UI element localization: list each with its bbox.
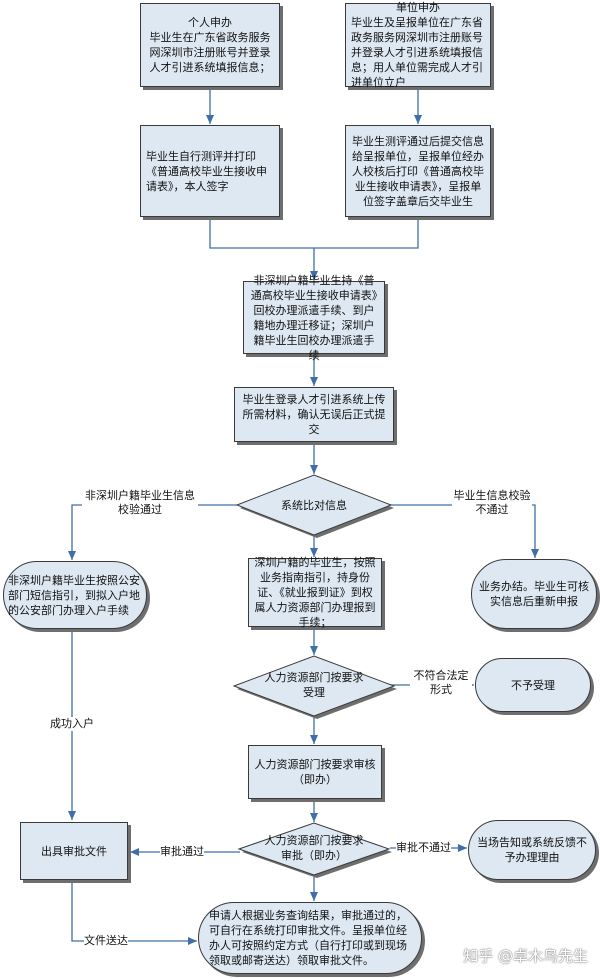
decision-compare: 系统比对信息 (257, 494, 371, 516)
upload-materials-box: 毕业生登录人才引进系统上传所需材料，确认无误后正式提交 (234, 387, 394, 442)
label-not-legal: 不符合法定形式 (410, 669, 472, 697)
review-text: 人力资源部门按要求审核（即办） (254, 758, 376, 786)
label-delivered: 文件送达 (84, 934, 128, 948)
issue-document-box: 出具审批文件 (20, 822, 128, 880)
unit-application-title: 单位申办 (396, 1, 440, 14)
reject-approve-box: 当场告知或系统反馈不予办理理由 (468, 820, 596, 880)
local-registration-text: 深圳户籍的毕业生，按照业务指南指引，持身份证、《就业报到证》到权属人力资源部门办… (254, 556, 376, 629)
label-verify-fail: 毕业生信息校验不通过 (452, 489, 532, 517)
self-evaluation-text: 毕业生自行测评并打印《普通高校毕业生接收申请表》，本人签字 (146, 149, 267, 193)
label-settled: 成功入户 (50, 717, 94, 731)
self-evaluation-box: 毕业生自行测评并打印《普通高校毕业生接收申请表》，本人签字 (140, 125, 280, 217)
decision-approve: 人力资源部门按要求审批（即办） (262, 831, 366, 865)
decision-approve-shape (237, 822, 391, 876)
final-receipt-text: 申请人根据业务查询结果，审批通过的，可自行在系统打印审批文件。呈报单位经办人可按… (209, 909, 407, 967)
watermark: 知乎 @卓木鸟先生 (463, 947, 588, 965)
personal-application-title: 个人申办 (188, 16, 232, 29)
decision-accept: 人力资源部门按要求受理 (262, 668, 366, 702)
label-approved: 审批通过 (160, 845, 204, 859)
label-not-approved: 审批不通过 (396, 841, 451, 855)
unit-evaluation-box: 毕业生测评通过后提交信息给呈报单位，呈报单位经办人校核后打印《普通高校毕业生接收… (345, 125, 491, 217)
reject-accept-box: 不予受理 (475, 658, 591, 712)
nonlocal-settlement-box: 非深圳户籍毕业生按照公安部门短信指引，到拟入户地的公安部门办理入户手续 (3, 561, 147, 629)
unit-application-box: 单位申办 毕业生及呈报单位在广东省政务服务网深圳市注册账号并登录人才引进系统填报… (345, 1, 491, 89)
unit-application-text: 毕业生及呈报单位在广东省政务服务网深圳市注册账号并登录人才引进系统填报信息；用人… (351, 16, 483, 89)
personal-application-box: 个人申办 毕业生在广东省政务服务网深圳市注册账号并登录人才引进系统填报信息； (140, 3, 280, 87)
issue-document-text: 出具审批文件 (41, 844, 107, 858)
local-registration-box: 深圳户籍的毕业生，按照业务指南指引，持身份证、《就业报到证》到权属人力资源部门办… (248, 556, 382, 629)
decision-compare-shape (235, 474, 393, 536)
nonlocal-settlement-text: 非深圳户籍毕业生按照公安部门短信指引，到拟入户地的公安部门办理入户手续 (8, 573, 140, 617)
dispatch-procedure-box: 非深圳户籍毕业生持《普通高校毕业生接收申请表》回校办理派遣手续、到户籍地办理迁移… (243, 274, 385, 362)
business-done-text: 业务办结。毕业生可核实信息后重新申报 (479, 580, 589, 608)
label-verify-pass: 非深圳户籍毕业生信息校验通过 (82, 489, 198, 517)
unit-evaluation-text: 毕业生测评通过后提交信息给呈报单位，呈报单位经办人校核后打印《普通高校毕业生接收… (352, 134, 484, 208)
reject-accept-text: 不予受理 (511, 678, 555, 692)
decision-approve-text: 人力资源部门按要求审批（即办） (264, 834, 364, 862)
upload-materials-text: 毕业生登录人才引进系统上传所需材料，确认无误后正式提交 (242, 393, 386, 436)
decision-accept-text: 人力资源部门按要求受理 (264, 671, 364, 699)
review-box: 人力资源部门按要求审核（即办） (248, 745, 382, 799)
decision-compare-text: 系统比对信息 (281, 498, 347, 512)
personal-application-text: 毕业生在广东省政务服务网深圳市注册账号并登录人才引进系统填报信息； (149, 31, 271, 74)
dispatch-procedure-text: 非深圳户籍毕业生持《普通高校毕业生接收申请表》回校办理派遣手续、到户籍地办理迁移… (250, 273, 378, 362)
reject-approve-text: 当场告知或系统反馈不予办理理由 (477, 836, 587, 864)
business-done-box: 业务办结。毕业生可核实信息后重新申报 (471, 559, 597, 629)
final-receipt-box: 申请人根据业务查询结果，审批通过的，可自行在系统打印审批文件。呈报单位经办人可按… (198, 902, 422, 974)
decision-accept-shape (232, 655, 396, 717)
